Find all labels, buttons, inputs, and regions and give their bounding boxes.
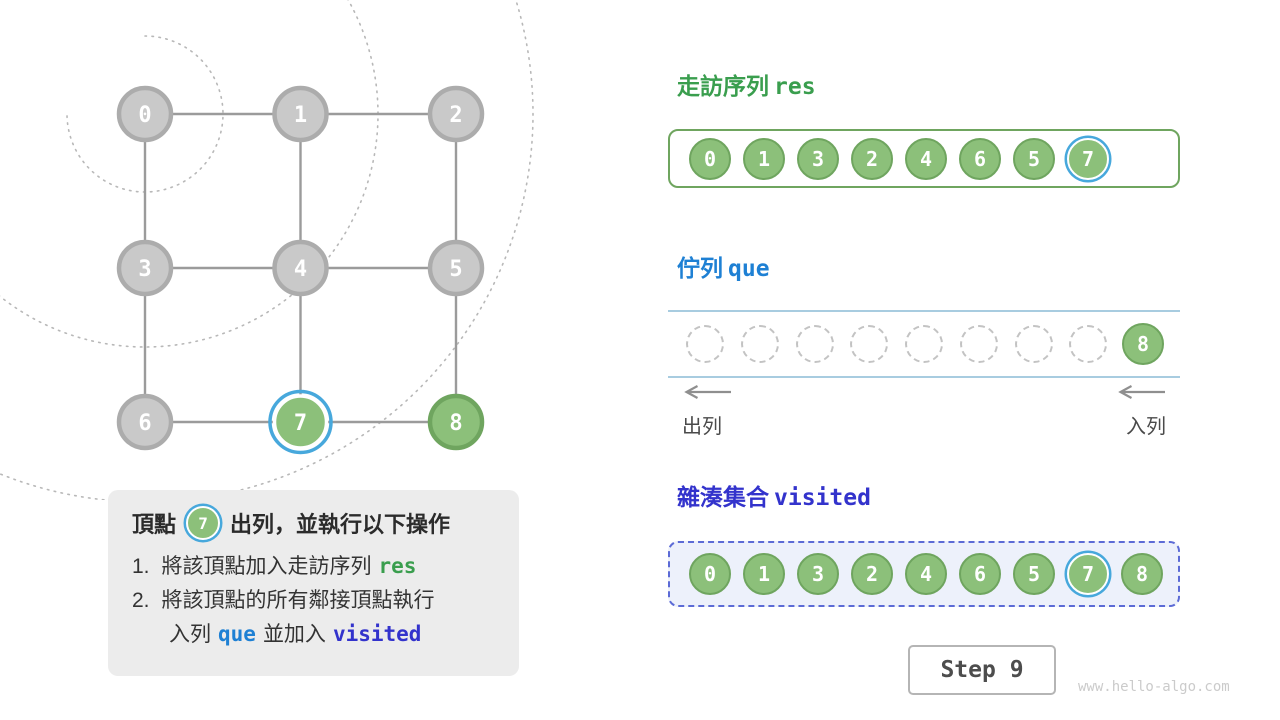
info-step-2-number: 2. [132, 589, 150, 612]
queue-empty-slot [959, 325, 998, 363]
node-circle-7: 7 [1067, 553, 1109, 595]
node-circle-0: 0 [689, 137, 731, 180]
svg-text:6: 6 [138, 411, 151, 436]
queue-empty-slot [1069, 325, 1108, 363]
res-title-code: res [774, 74, 816, 100]
node-circle-6: 6 [959, 553, 1001, 595]
node-circle-2: 2 [851, 137, 893, 180]
operation-info-box: 頂點 7 出列，並執行以下操作 1. 將該頂點加入走訪序列 res 2. 將該頂點的所… [108, 490, 519, 676]
res-code-token: res [378, 554, 417, 578]
node-circle-8: 8 [1121, 553, 1163, 595]
info-heading: 頂點 7 出列，並執行以下操作 [132, 506, 497, 540]
node-circle-1: 1 [743, 137, 785, 180]
node-circle-3: 3 [797, 137, 839, 180]
graph-node-7: 7 [268, 389, 333, 455]
node-circle-8: 8 [1122, 323, 1164, 365]
queue-title-text: 佇列 [677, 255, 723, 281]
dequeue-arrow-icon [684, 385, 731, 399]
node-circle-6: 6 [959, 137, 1001, 180]
node-circle-3: 3 [797, 553, 839, 595]
svg-text:0: 0 [138, 103, 151, 128]
queue-slots: 8 [668, 310, 1180, 378]
enqueue-side: 入列 [1102, 384, 1180, 439]
visited-code-token: visited [332, 622, 422, 646]
node-circle-1: 1 [743, 553, 785, 595]
svg-text:4: 4 [294, 257, 307, 282]
info-step-1-text: 將該頂點加入走訪序列 [161, 555, 372, 578]
node-circle-5: 5 [1013, 137, 1055, 180]
node-circle-4: 4 [905, 553, 947, 595]
graph: 0 1 2 3 4 5 6 7 8 [0, 0, 534, 500]
graph-node-1: 1 [272, 85, 329, 143]
queue-empty-slot [795, 325, 834, 363]
info-heading-pre: 頂點 [132, 512, 177, 537]
queue-empty-slot [686, 325, 724, 363]
queue-empty-slot [740, 325, 779, 363]
visited-title-text: 雜湊集合 [677, 484, 769, 510]
svg-text:7: 7 [294, 411, 307, 436]
graph-node-8: 8 [427, 393, 485, 451]
graph-node-4: 4 [272, 239, 329, 297]
visited-title-code: visited [774, 485, 871, 511]
graph-node-3: 3 [116, 239, 174, 297]
queue-empty-slot [850, 325, 889, 363]
svg-text:3: 3 [138, 257, 151, 282]
res-title-text: 走訪序列 [677, 73, 769, 99]
info-step-2-text: 將該頂點的所有鄰接頂點執行 [161, 589, 435, 612]
info-step-2: 2. 將該頂點的所有鄰接頂點執行 [132, 584, 497, 618]
queue-empty-slot [905, 325, 943, 363]
info-add-text: 並加入 [262, 623, 326, 646]
dequeue-side: 出列 [668, 384, 746, 439]
svg-text:8: 8 [449, 411, 462, 436]
que-code-token: que [218, 622, 256, 646]
info-enqueue-text: 入列 [169, 623, 211, 646]
info-heading-post: 出列，並執行以下操作 [230, 512, 451, 537]
current-node-badge: 7 [186, 506, 221, 540]
dequeue-label: 出列 [682, 416, 722, 438]
svg-text:2: 2 [449, 103, 462, 128]
graph-node-6: 6 [116, 393, 174, 451]
graph-node-0: 0 [116, 85, 174, 143]
queue-footer: 出列 入列 [668, 384, 1180, 439]
enqueue-label: 入列 [1126, 416, 1166, 438]
svg-text:5: 5 [449, 257, 462, 282]
graph-node-2: 2 [427, 85, 485, 143]
graph-node-5: 5 [427, 239, 485, 297]
node-circle-2: 2 [851, 553, 893, 595]
node-circle-4: 4 [905, 137, 947, 180]
bfs-layer-arc [0, 0, 379, 348]
info-step-1-number: 1. [132, 555, 150, 578]
step-indicator: Step 9 [908, 645, 1056, 695]
info-step-1: 1. 將該頂點加入走訪序列 res [132, 550, 497, 584]
queue-empty-slot [1014, 325, 1053, 363]
svg-text:1: 1 [294, 103, 307, 128]
node-circle-5: 5 [1013, 553, 1055, 595]
enqueue-arrow-icon [1118, 385, 1165, 399]
queue-title-code: que [728, 256, 770, 282]
node-circle-0: 0 [689, 553, 731, 595]
watermark: www.hello-algo.com [1078, 679, 1230, 695]
info-step-2-continued: 入列 que 並加入 visited [132, 618, 497, 652]
node-circle-7: 7 [1067, 137, 1109, 180]
bfs-layer-arc [66, 35, 224, 193]
